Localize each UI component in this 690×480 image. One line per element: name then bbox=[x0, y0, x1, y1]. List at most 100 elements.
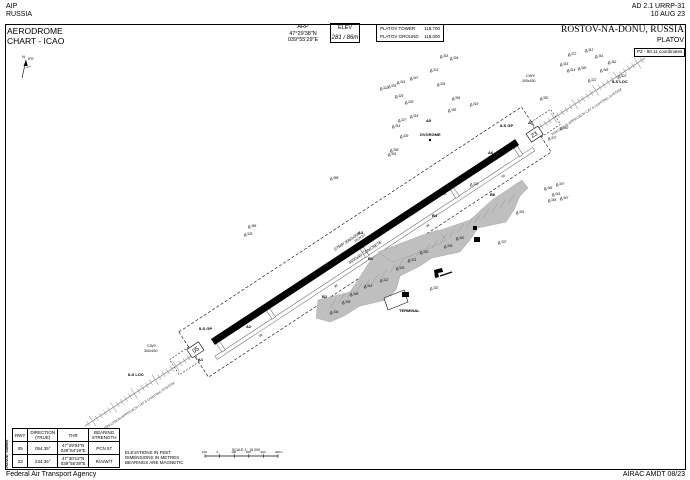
obstacle-elevation: 337 bbox=[501, 240, 507, 244]
apron-stand-line bbox=[414, 248, 422, 259]
apron-stand-line bbox=[465, 218, 473, 229]
obstacle-elevation: 309 bbox=[345, 300, 351, 304]
approach-light-bar bbox=[157, 374, 162, 380]
obstacle-elevation: 325 bbox=[399, 266, 405, 270]
obstacle-elevation: 335 bbox=[391, 84, 397, 88]
runway-05-23 bbox=[210, 139, 520, 345]
obstacle-elevation: 341 bbox=[400, 80, 406, 84]
dvorome-label: DVOROME bbox=[420, 132, 441, 137]
scale-label: SCALE 1 : 15 000 bbox=[232, 448, 260, 452]
change-label: CHANGE: Number bbox=[5, 439, 9, 470]
approach-light-bar bbox=[589, 90, 594, 96]
obstacle-icon: 344 bbox=[547, 198, 557, 203]
obstacle-elevation: 302 bbox=[433, 286, 439, 290]
rwy-23-label: 23 bbox=[530, 131, 539, 140]
row-strength: PCN 57 bbox=[88, 441, 121, 455]
approach-light-bar bbox=[585, 93, 590, 99]
col-thr: THR bbox=[57, 428, 90, 442]
obstacle-icon: 329 bbox=[399, 134, 409, 139]
twy-b1-label: B1 bbox=[368, 256, 374, 261]
page-id: AD 2.1 URRP-31 bbox=[631, 3, 685, 10]
obstacle-icon: 341 bbox=[396, 80, 406, 85]
arp-lat: 47°29'38"N bbox=[289, 30, 317, 37]
obstacle-elevation: 327 bbox=[401, 118, 407, 122]
approach-light-bar bbox=[149, 379, 153, 386]
obstacle-icon: 321 bbox=[429, 68, 439, 73]
approach-light-bar bbox=[172, 360, 180, 372]
obstacle-elevation: 354 bbox=[455, 96, 461, 100]
approach-light-bar bbox=[98, 412, 103, 419]
scale-tick-label: 300 bbox=[260, 450, 265, 454]
location-title: ROSTOV-NA-DONU, RUSSIA bbox=[561, 25, 684, 35]
approach-light-bar bbox=[597, 85, 602, 91]
footer-airac: AIRAC AMDT 08/23 bbox=[622, 471, 685, 478]
approach-label-sw: PRECISION APPROACH CAT II LIGHTING SYSTE… bbox=[104, 381, 176, 430]
approach-light-bar bbox=[182, 357, 187, 364]
obstacle-icon: 366 bbox=[247, 224, 257, 229]
approach-light-bar bbox=[581, 96, 586, 102]
approach-light-bar bbox=[130, 388, 138, 399]
thr-lat: 47°30'12"N bbox=[61, 456, 85, 461]
dvor-dme-icon: DVOROME bbox=[420, 132, 441, 142]
pcn-label: PCN 57 bbox=[354, 233, 366, 243]
obstacle-elevation: 361 bbox=[391, 152, 397, 156]
obstacle-icon: 342 bbox=[455, 236, 465, 241]
twy-a2-label: A2 bbox=[246, 324, 252, 329]
obstacle-icon: 341 bbox=[551, 192, 561, 197]
obstacle-icon: 304 bbox=[449, 56, 459, 61]
obstacle-elevation: 330 bbox=[423, 250, 429, 254]
obstacle-icon: 319 bbox=[469, 102, 479, 107]
twy-a7-label: A7 bbox=[528, 120, 534, 125]
obstacle-icon: 388 bbox=[329, 176, 339, 181]
obstacle-elevation: 340 bbox=[581, 66, 587, 70]
approach-light-bar bbox=[560, 109, 565, 116]
north-letter: N bbox=[22, 54, 25, 59]
approach-light-bar bbox=[109, 402, 117, 413]
arp-block: ARP 47°29'38"N 039°55'29"E bbox=[283, 24, 323, 44]
obstacle-elevation: 329 bbox=[473, 182, 479, 186]
obstacle-icon: 302 bbox=[429, 286, 439, 291]
obstacle-icon: 327 bbox=[397, 118, 407, 123]
obstacle-icon: 337 bbox=[547, 136, 557, 141]
row-dir: 054.35° bbox=[27, 441, 59, 455]
coordinate-note: PZ - 90.11 coordinates bbox=[634, 48, 686, 57]
obstacle-elevation: 348 bbox=[603, 68, 609, 72]
obstacle-elevation: 329 bbox=[403, 134, 409, 138]
apron-stand-line bbox=[431, 238, 439, 249]
approach-light-bar bbox=[107, 407, 112, 413]
obstacle-icon: 336 bbox=[437, 192, 447, 197]
apron-stand-line bbox=[474, 213, 481, 224]
approach-light-bar bbox=[618, 71, 623, 77]
taxiway-a6 bbox=[450, 187, 460, 199]
scale-tick-label: 100 bbox=[231, 450, 236, 454]
apron-stand-line bbox=[448, 228, 456, 239]
freq-tower-name: PLATOV TOWER bbox=[380, 26, 416, 31]
ils-loc-sw-label: ILS LOC bbox=[128, 372, 144, 377]
obstacle-icon: 352 bbox=[539, 96, 549, 101]
twy-a4-label: A4 bbox=[366, 238, 372, 243]
obstacle-elevation: 314 bbox=[395, 124, 401, 128]
approach-light-bar bbox=[547, 117, 552, 124]
freq-tower-value: 119.700 bbox=[424, 26, 440, 31]
note-elevations: ELEVATIONS IN FEET bbox=[125, 450, 172, 455]
obstacle-icon: 322 bbox=[379, 86, 389, 91]
obstacle-icon: 318 bbox=[409, 114, 419, 119]
apron-stand-line bbox=[499, 198, 507, 209]
apron bbox=[315, 179, 529, 323]
approach-light-bar bbox=[86, 421, 91, 427]
obstacle-elevation: 347 bbox=[413, 76, 419, 80]
chart-frame bbox=[5, 24, 686, 470]
obstacle-elevation: 334 bbox=[333, 310, 339, 314]
obstacle-icon: 318 bbox=[363, 284, 373, 289]
aip-label: AIP bbox=[6, 3, 18, 10]
apron-north bbox=[377, 229, 447, 263]
approach-light-bar bbox=[592, 85, 600, 96]
apron-stand-line bbox=[355, 283, 362, 294]
approach-light-bar bbox=[564, 107, 569, 113]
arp-lon: 039°55'29"E bbox=[287, 37, 319, 43]
obstacle-elevation: 362 bbox=[611, 60, 617, 64]
apron-stand-line bbox=[329, 298, 337, 309]
obstacle-icon: 313 bbox=[584, 48, 594, 53]
approach-light-bar bbox=[631, 63, 636, 69]
